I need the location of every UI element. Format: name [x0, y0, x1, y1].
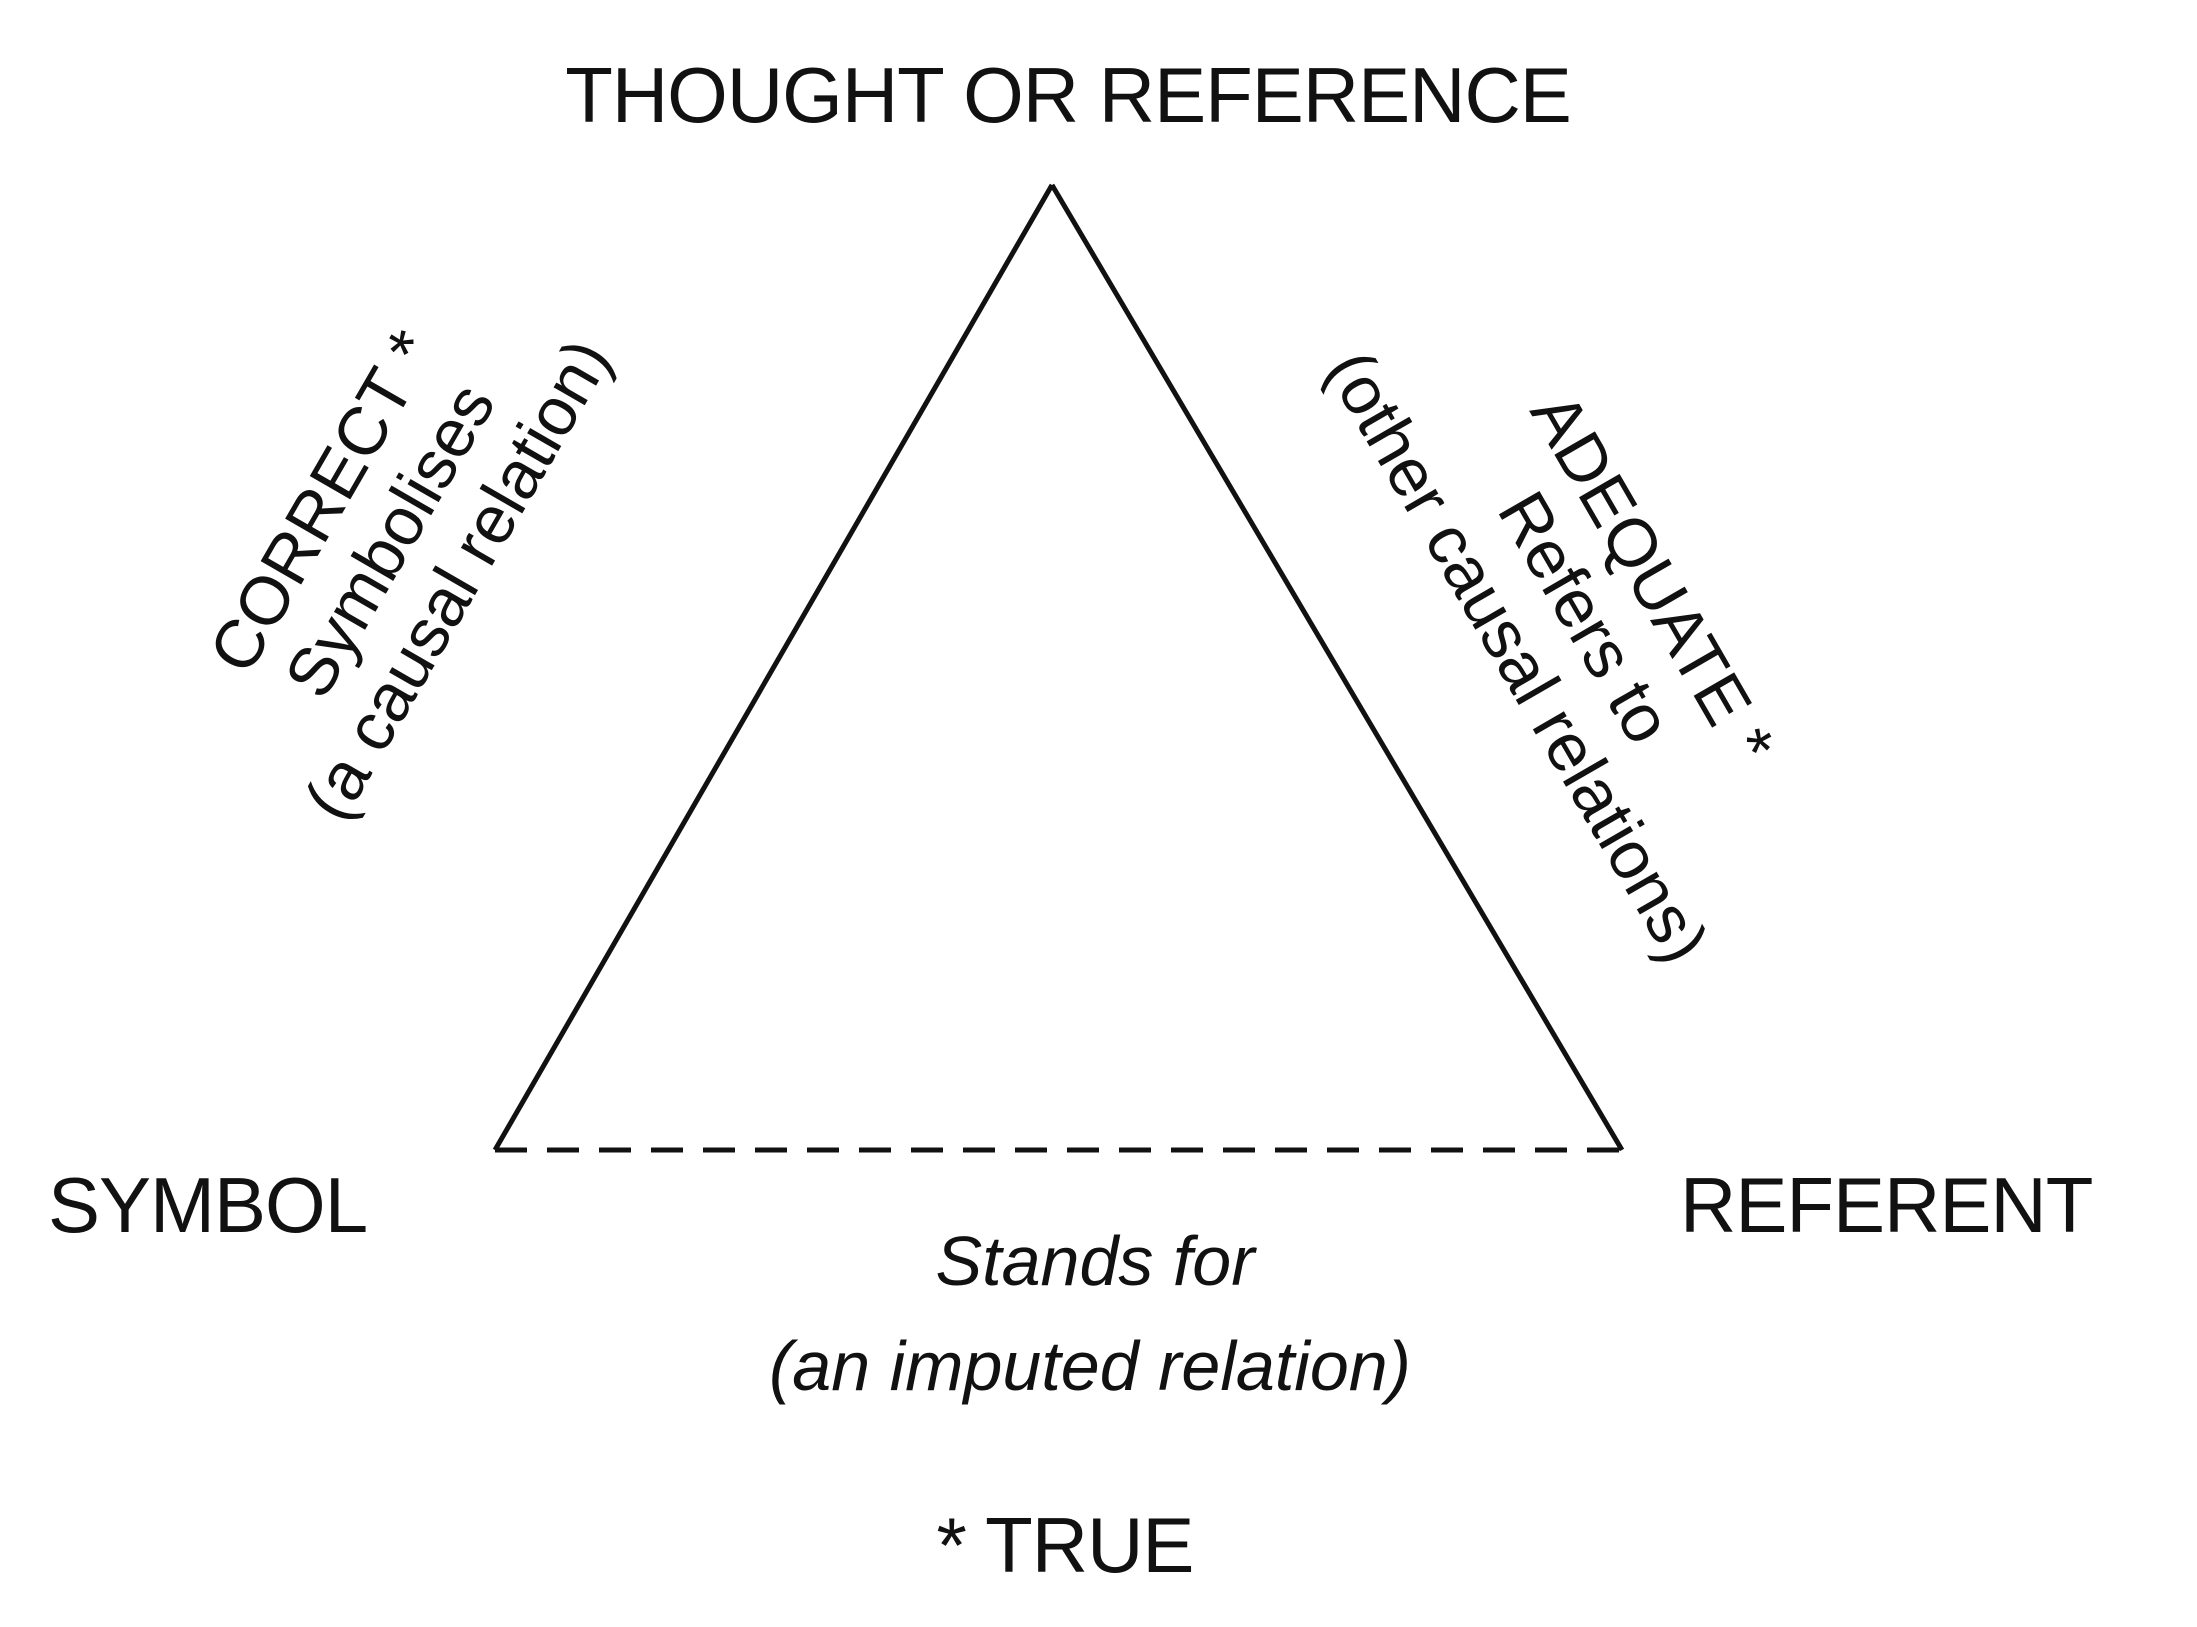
right-edge-labels: ADEQUATE * Refers to (other causal relat…	[1312, 338, 1789, 975]
left-edge-labels: CORRECT * Symbolises (a causal relation)	[195, 318, 626, 833]
bottom-edge-stands-for-label: Stands for	[935, 1222, 1257, 1300]
footnote-true: * TRUE	[937, 1501, 1194, 1589]
node-thought-or-reference: THOUGHT OR REFERENCE	[565, 51, 1571, 139]
node-referent: REFERENT	[1680, 1161, 2092, 1249]
bottom-edge-imputed-relation-label: (an imputed relation)	[769, 1327, 1411, 1405]
node-symbol: SYMBOL	[48, 1161, 367, 1249]
edge-thought-to-referent	[1049, 183, 1625, 1152]
edge-symbol-to-thought	[492, 183, 1055, 1152]
